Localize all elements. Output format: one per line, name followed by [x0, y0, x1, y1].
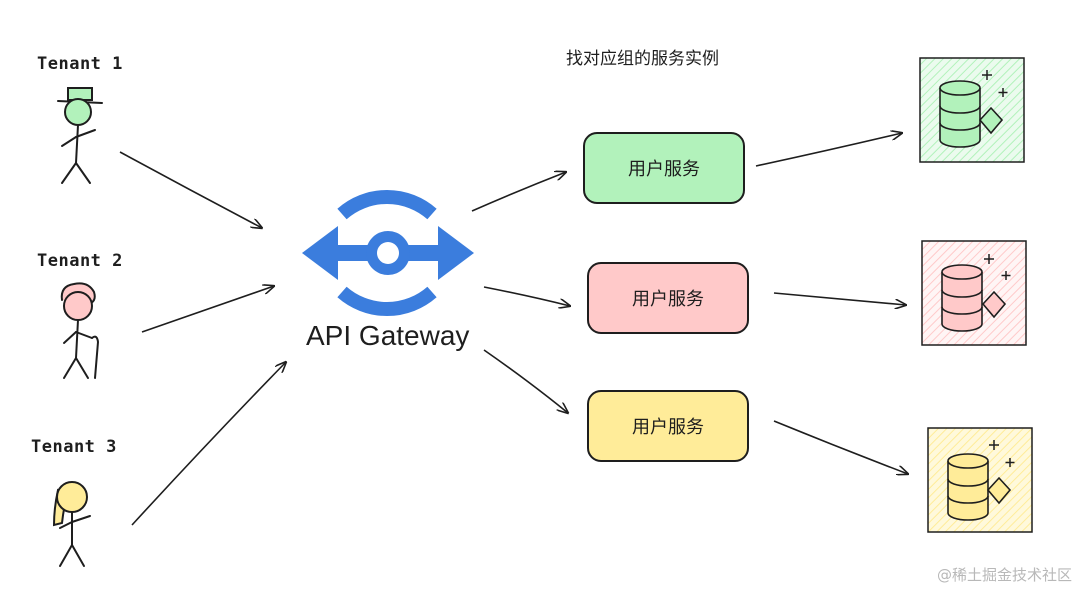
- api-gateway-label: API Gateway: [306, 320, 470, 351]
- arrow-tenant-2-to-gateway: [141, 286, 274, 333]
- database-icon: [939, 80, 1004, 148]
- user-service-box-1: 用户服务: [583, 132, 745, 204]
- user-service-box-3: 用户服务: [587, 390, 749, 462]
- database-card-1: [919, 57, 1025, 163]
- database-icon: [941, 264, 1007, 332]
- user-service-label: 用户服务: [632, 289, 704, 310]
- tenant-2-label: Tenant 2: [37, 251, 123, 271]
- tenant-1-label: Tenant 1: [37, 54, 123, 74]
- sparkle-icon: [989, 440, 1015, 467]
- sparkle-icon: [982, 70, 1008, 97]
- service-arrows: [755, 133, 908, 474]
- user-service-label: 用户服务: [632, 417, 704, 438]
- tenant-2-figure: [60, 282, 100, 379]
- arrow-service-1-to-db-1: [755, 133, 902, 167]
- tenant-arrows: [119, 151, 286, 526]
- tenant-1-head: [64, 98, 92, 126]
- user-service-box-2: 用户服务: [587, 262, 749, 334]
- database-icon: [947, 453, 1012, 521]
- arrow-service-3-to-db-3: [773, 420, 908, 474]
- gateway-arrows: [471, 172, 570, 413]
- user-service-label: 用户服务: [628, 159, 700, 180]
- sparkle-icon: [984, 254, 1011, 280]
- arrow-tenant-1-to-gateway: [119, 151, 262, 228]
- api-gateway-icon: [302, 190, 474, 316]
- tenant-1-figure: [57, 87, 103, 184]
- arrow-service-2-to-db-2: [773, 292, 906, 305]
- arrow-gateway-to-service-2: [483, 286, 570, 306]
- find-service-instance-label: 找对应组的服务实例: [566, 49, 719, 69]
- tenant-3-figure: [52, 481, 91, 567]
- database-card-3: [927, 427, 1033, 533]
- arrow-tenant-3-to-gateway: [131, 362, 286, 526]
- arrow-gateway-to-service-1: [471, 172, 566, 212]
- database-card-2: [921, 240, 1027, 346]
- tenant-3-label: Tenant 3: [31, 437, 117, 457]
- watermark: @稀土掘金技术社区: [936, 566, 1072, 584]
- arrow-gateway-to-service-3: [483, 349, 568, 413]
- tenant-2-cane-icon: [91, 335, 100, 379]
